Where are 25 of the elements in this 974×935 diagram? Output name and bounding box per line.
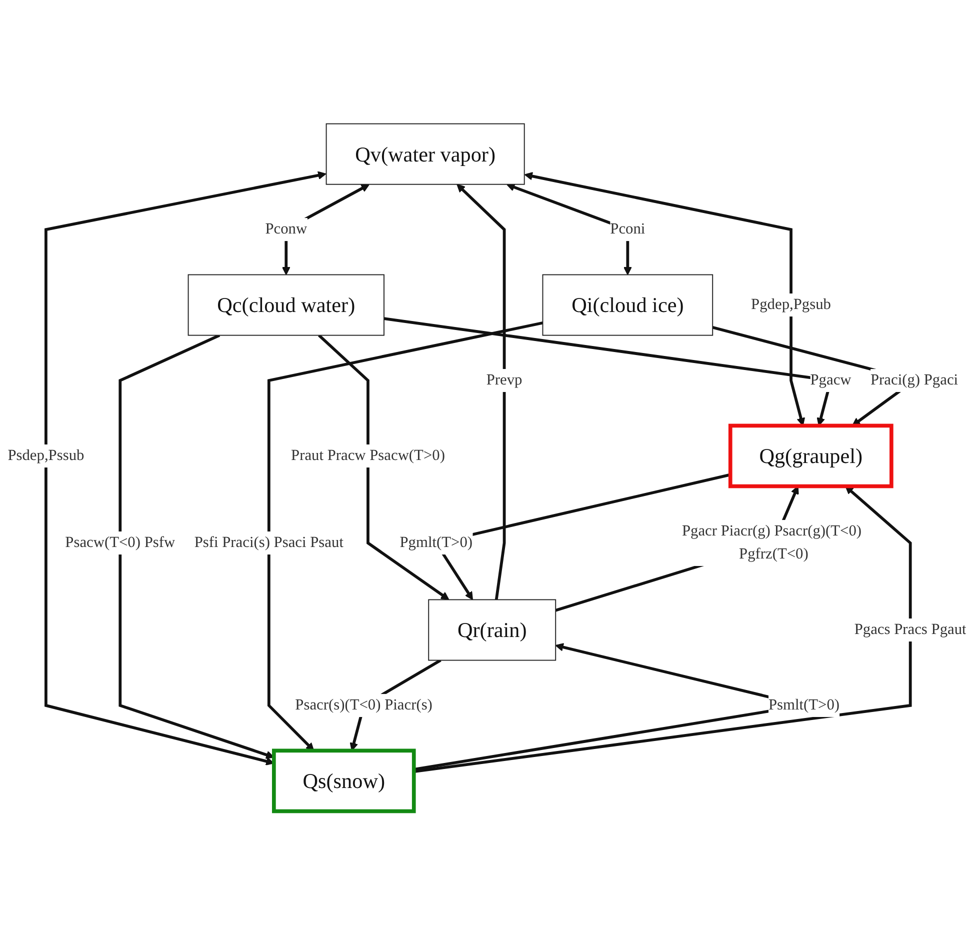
edge-label: Prevp: [486, 372, 522, 388]
arrow: [44, 171, 326, 766]
edge-label: Pgacr Piacr(g) Psacr(g)(T<0) Pgfrz(T<0): [682, 522, 862, 562]
edge-label: Praut Pracw Psacw(T>0): [291, 447, 445, 464]
edge-label: Psacw(T<0) Psfw: [65, 534, 176, 551]
arrow: [318, 334, 450, 600]
arrow: [524, 172, 806, 426]
edge-label: Psfi Praci(s) Psaci Psaut: [194, 534, 344, 551]
node-box: Qr(rain): [428, 599, 556, 661]
node-box: Qc(cloud water): [188, 274, 384, 336]
node-box: Qi(cloud ice): [542, 274, 714, 336]
edge-label: Pgacw: [810, 372, 852, 388]
node-box: Qg(graupel): [728, 424, 894, 488]
edge-label: Pconi: [610, 220, 646, 238]
edge-label: Pgacs Pracs Pgaut: [854, 621, 966, 638]
edge-label: Psmlt(T>0): [768, 696, 840, 714]
edge-label: Praci(g) Pgaci: [870, 372, 958, 388]
node-box: Qv(water vapor): [326, 123, 525, 185]
edge-label: Pgdep,Pgsub: [751, 296, 831, 313]
edge-label: Psacr(s)(T<0) Piacr(s): [295, 696, 432, 714]
edge-label: Pgmlt(T>0): [400, 534, 473, 551]
node-box: Qs(snow): [272, 748, 416, 814]
edge-label: Psdep,Pssub: [8, 447, 84, 464]
arrow: [456, 184, 506, 600]
edge-label: Pconw: [265, 220, 308, 238]
